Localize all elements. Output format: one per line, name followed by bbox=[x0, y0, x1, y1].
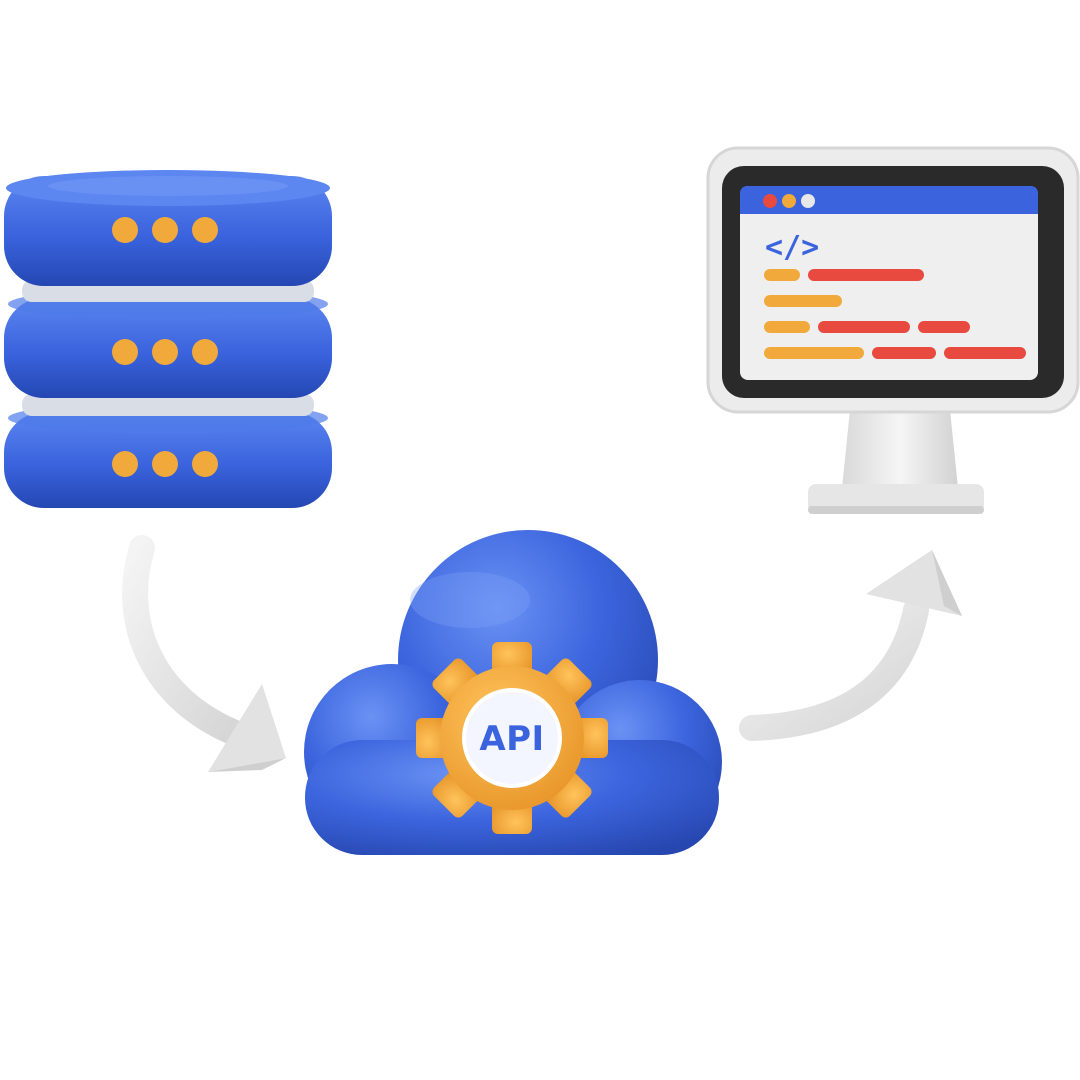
database-layer-bottom bbox=[4, 402, 332, 508]
indicator-dot bbox=[112, 217, 138, 243]
window-minimize-dot bbox=[782, 194, 796, 208]
database-icon bbox=[4, 170, 332, 508]
indicator-dot bbox=[192, 451, 218, 477]
code-lines bbox=[764, 269, 1026, 359]
code-line bbox=[944, 347, 1026, 359]
code-line bbox=[764, 321, 810, 333]
database-layer-middle bbox=[4, 288, 332, 398]
code-tag: </> bbox=[765, 230, 819, 265]
code-line bbox=[818, 321, 910, 333]
browser-title-bar bbox=[740, 186, 1038, 214]
indicator-dot bbox=[152, 451, 178, 477]
monitor-stand bbox=[842, 410, 958, 488]
indicator-dot bbox=[152, 217, 178, 243]
code-line bbox=[918, 321, 970, 333]
indicator-dot bbox=[112, 339, 138, 365]
code-line bbox=[764, 347, 864, 359]
window-close-dot bbox=[763, 194, 777, 208]
indicator-dot bbox=[152, 339, 178, 365]
indicator-dot bbox=[192, 339, 218, 365]
curved-arrow-icon bbox=[739, 550, 962, 741]
indicator-dot bbox=[192, 217, 218, 243]
window-maximize-dot bbox=[801, 194, 815, 208]
cloud-gear-icon: API bbox=[304, 530, 722, 855]
database-layer-top bbox=[4, 170, 332, 286]
monitor-icon: </> bbox=[706, 146, 1080, 514]
api-label: API bbox=[479, 719, 544, 759]
code-line bbox=[872, 347, 936, 359]
gear-icon: API bbox=[416, 642, 608, 834]
code-line bbox=[808, 269, 924, 281]
curved-arrow-icon bbox=[122, 535, 286, 772]
code-line bbox=[764, 269, 800, 281]
indicator-dot bbox=[112, 451, 138, 477]
code-line bbox=[764, 295, 842, 307]
